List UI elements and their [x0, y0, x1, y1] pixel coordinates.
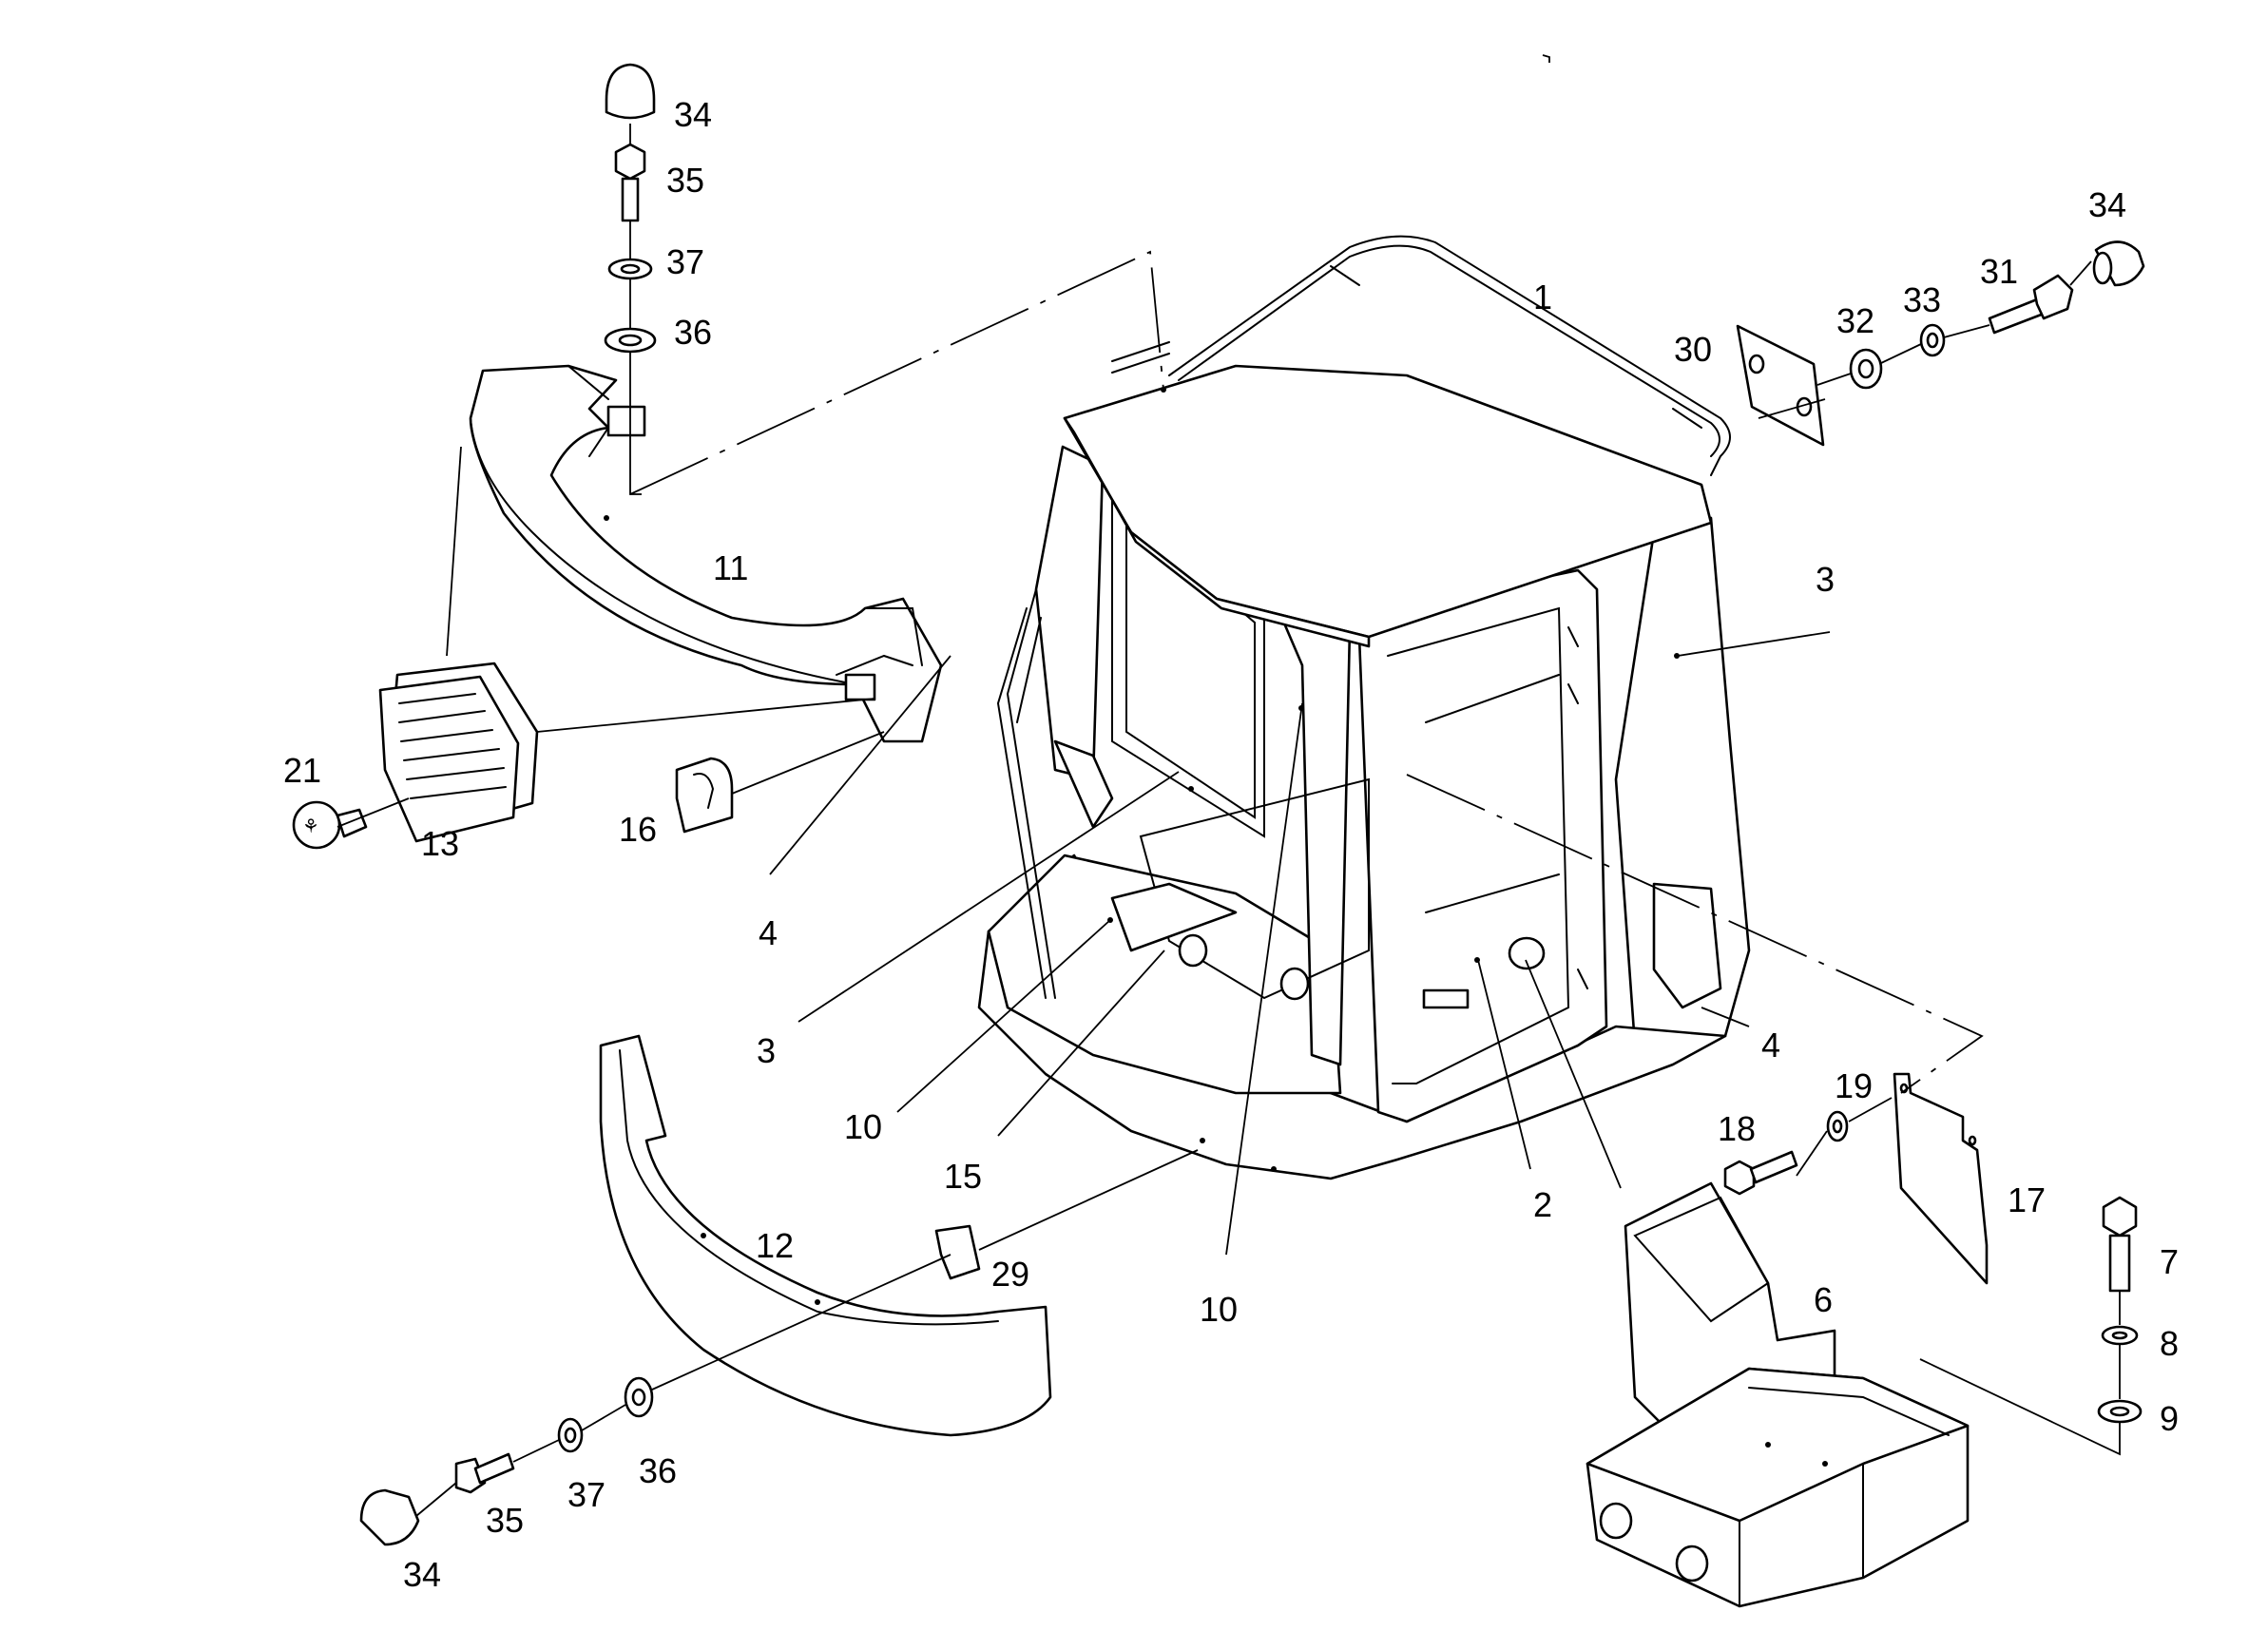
callout-33: 33 [1903, 280, 1941, 319]
bolt-35-top [614, 143, 646, 222]
callout-37-bottom: 37 [567, 1475, 605, 1514]
washer-33 [1919, 323, 1946, 357]
bulb-21: ⚘ [292, 800, 368, 850]
callout-34-right: 34 [2088, 185, 2126, 224]
callout-11: 11 [713, 548, 748, 587]
plate-17 [1893, 1072, 1989, 1285]
washer-37-top [607, 258, 653, 280]
clip-29 [934, 1224, 981, 1280]
callout-15: 15 [944, 1157, 982, 1196]
callout-16: 16 [619, 810, 657, 849]
washer-9 [2097, 1399, 2143, 1424]
callout-7: 7 [2160, 1242, 2179, 1281]
callout-12: 12 [756, 1226, 794, 1265]
callout-32: 32 [1836, 301, 1874, 340]
callout-6: 6 [1814, 1280, 1833, 1319]
callout-34-bottom: 34 [403, 1555, 441, 1594]
assembly-lines [629, 250, 1984, 1094]
callout-31: 31 [1980, 252, 2018, 291]
work-lamp-13 [378, 662, 539, 843]
cab-frame [977, 235, 1751, 1180]
callout-29: 29 [991, 1255, 1029, 1294]
cap-34-bottom [359, 1488, 420, 1546]
callout-17: 17 [2008, 1180, 2046, 1219]
front-fender-12 [599, 1034, 1052, 1437]
bolt-35-bottom [454, 1452, 515, 1494]
callout-13: 13 [421, 824, 459, 863]
callout-35-top: 35 [666, 161, 704, 200]
callout-8: 8 [2160, 1324, 2179, 1363]
callout-3-right: 3 [1816, 560, 1835, 599]
callout-36-top: 36 [674, 313, 712, 352]
washer-8 [2101, 1325, 2139, 1346]
washer-19 [1826, 1110, 1849, 1142]
callout-4-left: 4 [759, 913, 778, 952]
callout-10-left: 10 [844, 1107, 882, 1146]
bolt-7 [2102, 1196, 2138, 1293]
box-bracket-6 [1586, 1181, 1970, 1608]
callout-2: 2 [1533, 1185, 1552, 1224]
callout-10-center: 10 [1200, 1290, 1238, 1329]
leader-lines [336, 54, 2121, 1517]
callout-1: 1 [1533, 278, 1552, 317]
callout-34-top: 34 [674, 95, 712, 134]
cap-34-top [605, 63, 656, 120]
washer-37-bottom [557, 1417, 584, 1453]
callout-9: 9 [2160, 1399, 2179, 1438]
washer-36-top [604, 327, 657, 354]
lamp-bracket-11 [469, 364, 943, 743]
callout-37-top: 37 [666, 242, 704, 281]
bulb-filament-icon: ⚘ [302, 816, 319, 837]
bolt-31 [1988, 274, 2074, 335]
callout-30: 30 [1674, 330, 1712, 369]
callout-4-right: 4 [1761, 1026, 1780, 1065]
cap-34-right [2092, 240, 2145, 287]
callout-labels: 1 2 3 3 4 4 6 7 8 9 10 10 11 12 13 15 16… [283, 95, 2179, 1594]
callout-18: 18 [1718, 1109, 1756, 1148]
callout-21: 21 [283, 751, 321, 790]
plate-30 [1736, 324, 1825, 447]
callout-19: 19 [1835, 1066, 1873, 1105]
washer-32 [1849, 348, 1883, 390]
washer-36-bottom [624, 1376, 654, 1418]
callout-3-left: 3 [757, 1031, 776, 1070]
bolt-18 [1723, 1150, 1798, 1196]
callout-36-bottom: 36 [639, 1451, 677, 1490]
clip-16 [675, 757, 734, 834]
callout-35-bottom: 35 [486, 1501, 524, 1540]
